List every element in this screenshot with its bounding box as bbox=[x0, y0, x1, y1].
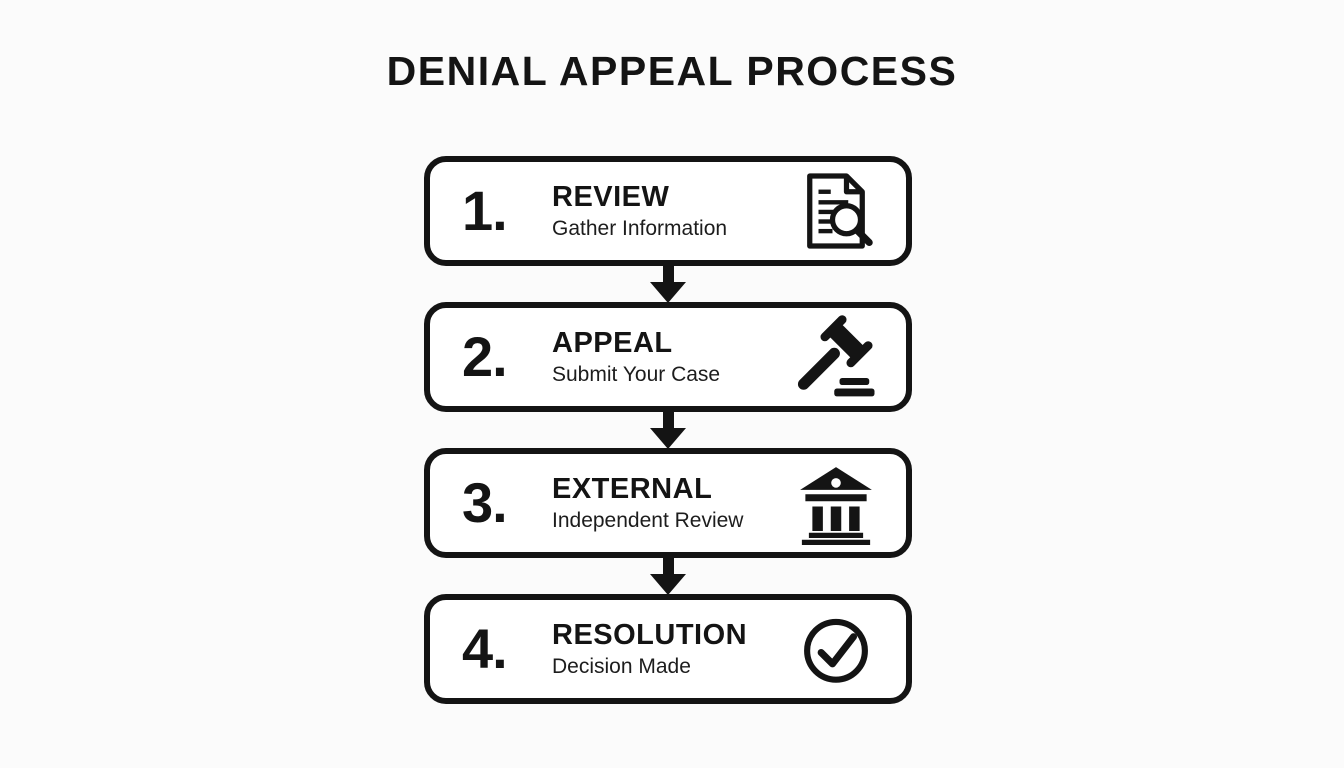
step-number: 1. bbox=[462, 179, 508, 242]
step-box-appeal: 2. APPEAL Submit Your Case bbox=[424, 302, 912, 412]
step-number: 4. bbox=[462, 617, 508, 680]
step-title: REVIEW bbox=[552, 181, 670, 213]
step-text: REVIEW Gather Information bbox=[552, 181, 727, 241]
arrow-down-icon bbox=[650, 411, 686, 449]
arrow-down-icon bbox=[650, 265, 686, 303]
arrow-down-icon bbox=[650, 557, 686, 595]
step-subtitle: Submit Your Case bbox=[552, 363, 721, 386]
step-text: APPEAL Submit Your Case bbox=[552, 327, 720, 387]
document-search-icon bbox=[794, 165, 878, 257]
check-circle-icon bbox=[794, 603, 878, 695]
step-subtitle: Gather Information bbox=[552, 217, 728, 240]
step-title: RESOLUTION bbox=[552, 619, 748, 651]
step-box-review: 1. REVIEW Gather Information bbox=[424, 156, 912, 266]
gavel-icon bbox=[794, 311, 878, 403]
step-box-resolution: 4. RESOLUTION Decision Made bbox=[424, 594, 912, 704]
step-number: 2. bbox=[462, 325, 508, 388]
step-subtitle: Decision Made bbox=[552, 655, 691, 678]
step-box-external: 3. EXTERNAL Independent Review bbox=[424, 448, 912, 558]
step-subtitle: Independent Review bbox=[552, 509, 744, 532]
step-text: EXTERNAL Independent Review bbox=[552, 473, 743, 533]
page-title: DENIAL APPEAL PROCESS bbox=[386, 48, 958, 94]
step-title: APPEAL bbox=[552, 327, 673, 359]
step-title: EXTERNAL bbox=[552, 473, 713, 505]
bank-icon bbox=[794, 457, 878, 549]
process-flow: 1. REVIEW Gather Information bbox=[424, 156, 912, 704]
step-text: RESOLUTION Decision Made bbox=[552, 619, 747, 679]
step-number: 3. bbox=[462, 471, 508, 534]
